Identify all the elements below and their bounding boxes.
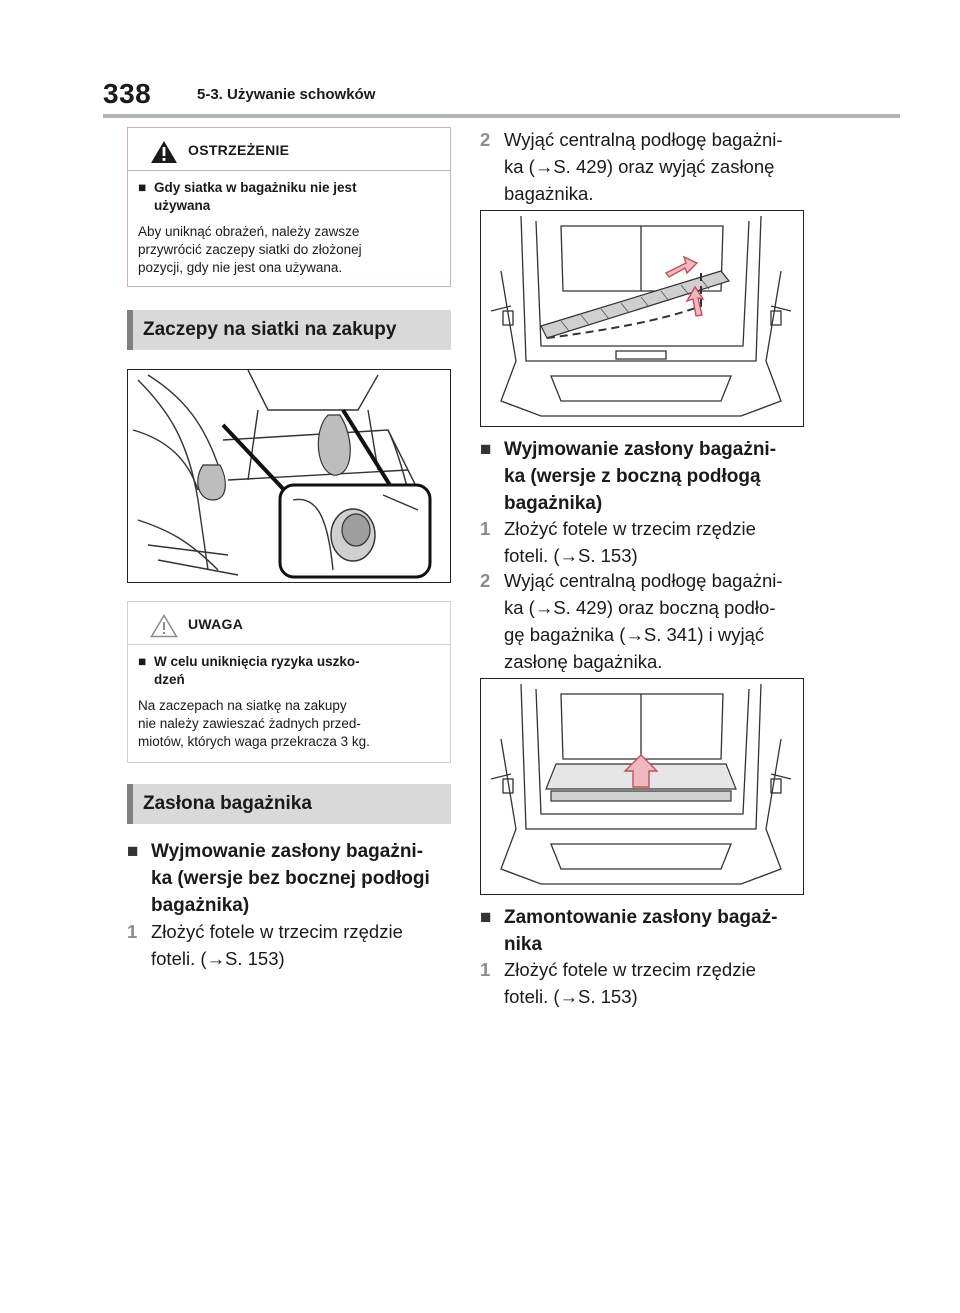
bullet-square-icon: ■ <box>138 654 147 669</box>
page-number: 338 <box>103 78 152 109</box>
figure-cover-removal-2 <box>480 678 804 895</box>
step-fold-seats-right-1: 1 Złożyć fotele w trzecim rzędzie foteli… <box>480 515 820 569</box>
hooks-illustration <box>132 370 432 579</box>
notice-header: UWAGA <box>128 602 450 645</box>
step-fold-seats-left: 1 Złożyć fotele w trzecim rzędzie foteli… <box>127 918 457 972</box>
figure-cover-removal-1 <box>480 210 804 427</box>
step-text: Złożyć fotele w trzecim rzędzie foteli. … <box>151 921 403 969</box>
warning-header: OSTRZEŻENIE <box>128 128 450 171</box>
cargo-cover-illustration-2 <box>490 683 792 885</box>
notice-box: UWAGA ■ W celu uniknięcia ryzyka uszko- … <box>127 601 451 763</box>
step-number: 1 <box>480 959 491 980</box>
warning-box: OSTRZEŻENIE ■ Gdy siatka w bagażniku nie… <box>127 127 451 287</box>
step-number: 1 <box>127 921 138 942</box>
header-rule <box>103 114 900 118</box>
step-number: 2 <box>480 129 491 150</box>
section-title: 5-3. Używanie schowków <box>197 86 376 103</box>
step-text: Złożyć fotele w trzecim rzędzie foteli. … <box>504 518 756 566</box>
notice-label: UWAGA <box>188 616 244 632</box>
step-text: Złożyć fotele w trzecim rzędzie foteli. … <box>504 959 756 1007</box>
subhead-install-cover: ■ Zamontowanie zasłony bagaż- nika <box>480 904 820 958</box>
step-number: 2 <box>480 570 491 591</box>
step-text: Wyjąć centralną podłogę bagażni- ka (→S.… <box>504 570 783 672</box>
notice-subtitle: ■ W celu uniknięcia ryzyka uszko- dzeń <box>138 653 440 689</box>
caution-icon <box>150 614 178 638</box>
section-header-cover-text: Zasłona bagażnika <box>143 793 312 814</box>
bullet-square-icon: ■ <box>480 439 492 460</box>
warning-icon <box>151 141 177 163</box>
notice-subtitle-text: W celu uniknięcia ryzyka uszko- dzeń <box>154 654 360 687</box>
step-remove-floor-a: 2 Wyjąć centralną podłogę bagażni- ka (→… <box>480 126 810 207</box>
step-number: 1 <box>480 518 491 539</box>
step-fold-seats-right-2: 1 Złożyć fotele w trzecim rzędzie foteli… <box>480 956 820 1010</box>
warning-label: OSTRZEŻENIE <box>188 142 290 158</box>
bullet-square-icon: ■ <box>127 841 139 862</box>
section-header-cover: Zasłona bagażnika <box>127 784 451 824</box>
warning-text: Aby uniknąć obrażeń, należy zawsze przyw… <box>138 224 362 275</box>
subhead-install-cover-text: Zamontowanie zasłony bagaż- nika <box>504 907 778 955</box>
step-remove-floor-b: 2 Wyjąć centralną podłogę bagażni- ka (→… <box>480 567 820 675</box>
warning-subtitle-text: Gdy siatka w bagażniku nie jest używana <box>154 180 357 213</box>
notice-text: Na zaczepach na siatkę na zakupy nie nal… <box>138 698 370 749</box>
warning-subtitle: ■ Gdy siatka w bagażniku nie jest używan… <box>138 179 440 215</box>
subhead-without-side-floor-text: Wyjmowanie zasłony bagażni- ka (wersje b… <box>151 841 430 916</box>
subhead-without-side-floor: ■ Wyjmowanie zasłony bagażni- ka (wersje… <box>127 838 457 919</box>
subhead-with-side-floor: ■ Wyjmowanie zasłony bagażni- ka (wersje… <box>480 436 820 517</box>
bullet-square-icon: ■ <box>138 180 147 195</box>
subhead-with-side-floor-text: Wyjmowanie zasłony bagażni- ka (wersje z… <box>504 439 777 514</box>
bullet-square-icon: ■ <box>480 907 492 928</box>
section-header-hooks-text: Zaczepy na siatki na zakupy <box>143 319 397 340</box>
figure-shopping-bag-hooks <box>127 369 451 583</box>
section-header-hooks: Zaczepy na siatki na zakupy <box>127 310 451 350</box>
step-text: Wyjąć centralną podłogę bagażni- ka (→S.… <box>504 129 783 204</box>
cargo-cover-illustration-1 <box>490 215 792 417</box>
